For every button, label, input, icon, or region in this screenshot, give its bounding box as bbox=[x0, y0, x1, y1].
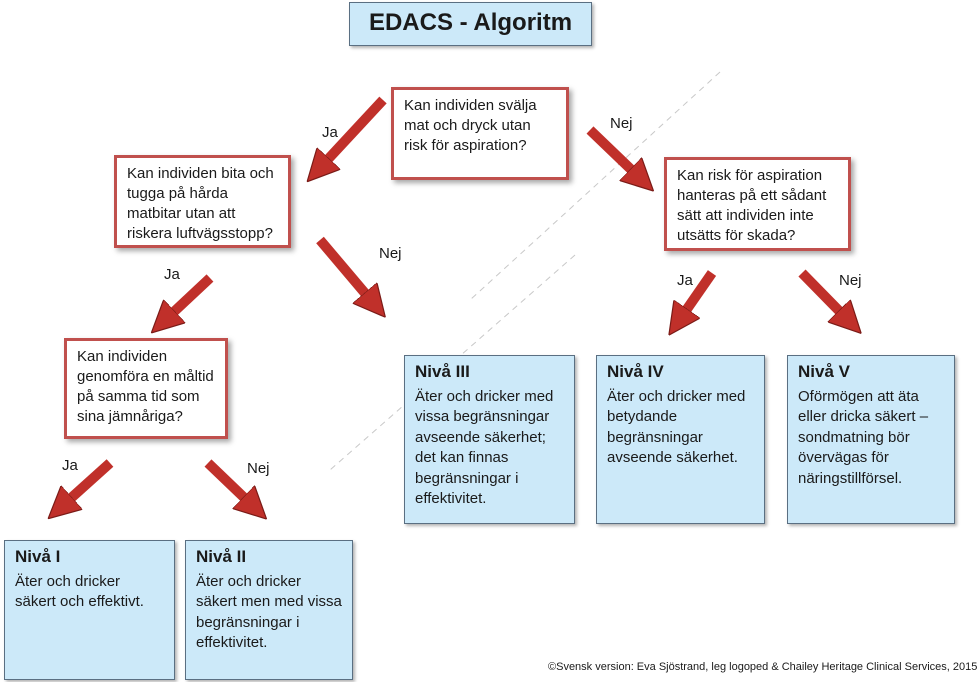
label-ja-risk: Ja bbox=[677, 272, 693, 289]
question-bite: Kan individen bita och tugga på hårda ma… bbox=[114, 155, 291, 248]
arrow-swallow-ja bbox=[318, 96, 387, 170]
arrow-risk-nej bbox=[798, 269, 850, 322]
arrow-meal-ja bbox=[60, 459, 114, 508]
question-risk-text: Kan risk för aspiration hanteras på ett … bbox=[677, 167, 827, 244]
level-5-title: Nivå V bbox=[798, 362, 850, 381]
question-bite-text: Kan individen bita och tugga på hårda ma… bbox=[127, 165, 274, 242]
level-3-title: Nivå III bbox=[415, 362, 470, 381]
question-swallow-text: Kan individen svälja mat och dryck utan … bbox=[404, 97, 537, 154]
question-swallow: Kan individen svälja mat och dryck utan … bbox=[391, 87, 569, 180]
copyright-footer: ©Svensk version: Eva Sjöstrand, leg logo… bbox=[548, 661, 977, 673]
level-1-text: Äter och dricker säkert och effektivt. bbox=[15, 572, 144, 611]
label-ja-meal: Ja bbox=[62, 457, 78, 474]
question-meal-text: Kan individen genomföra en måltid på sam… bbox=[77, 348, 214, 425]
level-4-title: Nivå IV bbox=[607, 362, 664, 381]
level-1-title: Nivå I bbox=[15, 547, 61, 566]
label-nej-swallow-right: Nej bbox=[610, 115, 633, 132]
arrow-risk-ja bbox=[678, 270, 717, 322]
arrow-swallow-nej-right bbox=[586, 126, 642, 180]
level-1-box: Nivå I Äter och dricker säkert och effek… bbox=[4, 540, 175, 680]
label-nej-risk: Nej bbox=[839, 272, 862, 289]
arrow-bite-ja bbox=[163, 274, 214, 322]
level-5-text: Oförmögen att äta eller dricka säkert – … bbox=[798, 387, 929, 487]
level-4-box: Nivå IV Äter och dricker med betydande b… bbox=[596, 355, 765, 524]
level-3-box: Nivå III Äter och dricker med vissa begr… bbox=[404, 355, 575, 524]
label-nej-swallow-left: Nej bbox=[379, 245, 402, 262]
page-title: EDACS - Algoritm bbox=[349, 2, 592, 46]
label-ja-bite: Ja bbox=[164, 266, 180, 283]
question-meal: Kan individen genomföra en måltid på sam… bbox=[64, 338, 228, 439]
question-risk: Kan risk för aspiration hanteras på ett … bbox=[664, 157, 851, 251]
arrow-meal-nej bbox=[204, 459, 255, 508]
label-nej-meal: Nej bbox=[247, 460, 270, 477]
level-2-box: Nivå II Äter och dricker säkert men med … bbox=[185, 540, 353, 680]
level-2-text: Äter och dricker säkert men med vissa be… bbox=[196, 572, 342, 652]
arrow-swallow-nej-left bbox=[316, 236, 375, 305]
label-ja-swallow: Ja bbox=[322, 124, 338, 141]
level-4-text: Äter och dricker med betydande begränsni… bbox=[607, 387, 746, 467]
level-2-title: Nivå II bbox=[196, 547, 247, 566]
level-5-box: Nivå V Oförmögen att äta eller dricka sä… bbox=[787, 355, 955, 524]
level-3-text: Äter och dricker med vissa begränsningar… bbox=[415, 387, 554, 508]
